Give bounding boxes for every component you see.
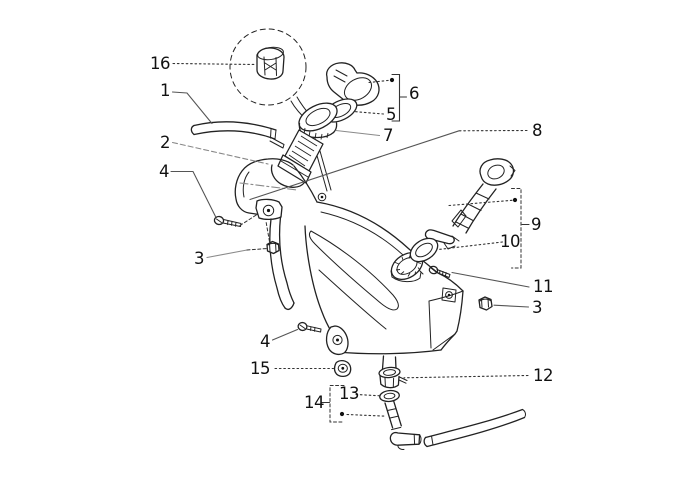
part-label-12[interactable]: 12 <box>533 366 554 385</box>
nut-3-left <box>266 240 280 255</box>
fuel-level-sender-9 <box>424 158 516 250</box>
leader-11 <box>451 271 530 288</box>
leader-7 <box>335 129 381 137</box>
bullet-9 <box>512 197 518 203</box>
mounting-pillar <box>269 216 295 310</box>
fuel-cap-6 <box>325 62 380 106</box>
bullet-14 <box>339 411 345 417</box>
part-label-14[interactable]: 14 <box>304 393 325 412</box>
bullet-6 <box>389 77 395 83</box>
screw-4-lower <box>297 321 322 333</box>
leader-5 <box>352 110 385 115</box>
leader-1 <box>171 91 213 125</box>
part-label-6[interactable]: 6 <box>409 84 420 103</box>
leader-4-upper <box>170 170 217 218</box>
part-label-10[interactable]: 10 <box>500 232 521 251</box>
nut-3-right <box>478 296 493 311</box>
leader-13 <box>355 393 382 397</box>
fuel-tank-body-8 <box>234 158 464 356</box>
leader-3-right <box>493 304 530 308</box>
part-labels: 16 1 2 4 3 4 15 14 13 12 6 5 7 8 9 10 11… <box>150 54 554 412</box>
part-label-16[interactable]: 16 <box>150 54 171 73</box>
fuel-tap-14 <box>384 400 422 451</box>
bracket-14 <box>329 385 345 423</box>
leader-lines <box>170 62 530 417</box>
part-label-11[interactable]: 11 <box>533 277 554 296</box>
leader-10 <box>437 241 504 251</box>
outlet-valve-12 <box>378 355 408 389</box>
part-label-1[interactable]: 1 <box>160 81 171 100</box>
part-label-15[interactable]: 15 <box>250 359 271 378</box>
screw-4-upper <box>213 215 242 227</box>
screw-11 <box>428 265 451 278</box>
part-label-5[interactable]: 5 <box>386 105 397 124</box>
part-label-8[interactable]: 8 <box>532 121 543 140</box>
leader-16 <box>172 62 256 66</box>
part-label-2[interactable]: 2 <box>160 133 171 152</box>
gasket-13 <box>379 389 400 403</box>
sender-gasket-10 <box>409 237 439 263</box>
part-label-9[interactable]: 9 <box>531 215 542 234</box>
bracket-9 <box>511 188 522 269</box>
outlet-hose <box>423 408 526 448</box>
grommet-15 <box>333 359 352 378</box>
leader-2 <box>171 141 269 165</box>
part-label-13[interactable]: 13 <box>339 384 360 403</box>
bracket-6 <box>391 73 408 122</box>
part-label-4-lower[interactable]: 4 <box>260 332 271 351</box>
breather-hose-1 <box>190 121 285 149</box>
leader-6 <box>368 79 391 84</box>
leader-14 <box>346 413 387 417</box>
leader-9 <box>448 199 513 207</box>
leader-4-lower <box>271 328 299 341</box>
leader-3-left <box>206 249 248 259</box>
filler-neck-ring-7 <box>298 102 338 140</box>
part-label-7[interactable]: 7 <box>383 126 394 145</box>
part-label-4-upper[interactable]: 4 <box>159 162 170 181</box>
part-label-3-left[interactable]: 3 <box>194 249 205 268</box>
leader-12 <box>403 374 529 379</box>
filler-neck-2 <box>270 129 332 202</box>
part-label-3-right[interactable]: 3 <box>532 298 543 317</box>
fuel-cap-lock-16 <box>256 46 285 80</box>
callout-brackets <box>320 73 530 423</box>
